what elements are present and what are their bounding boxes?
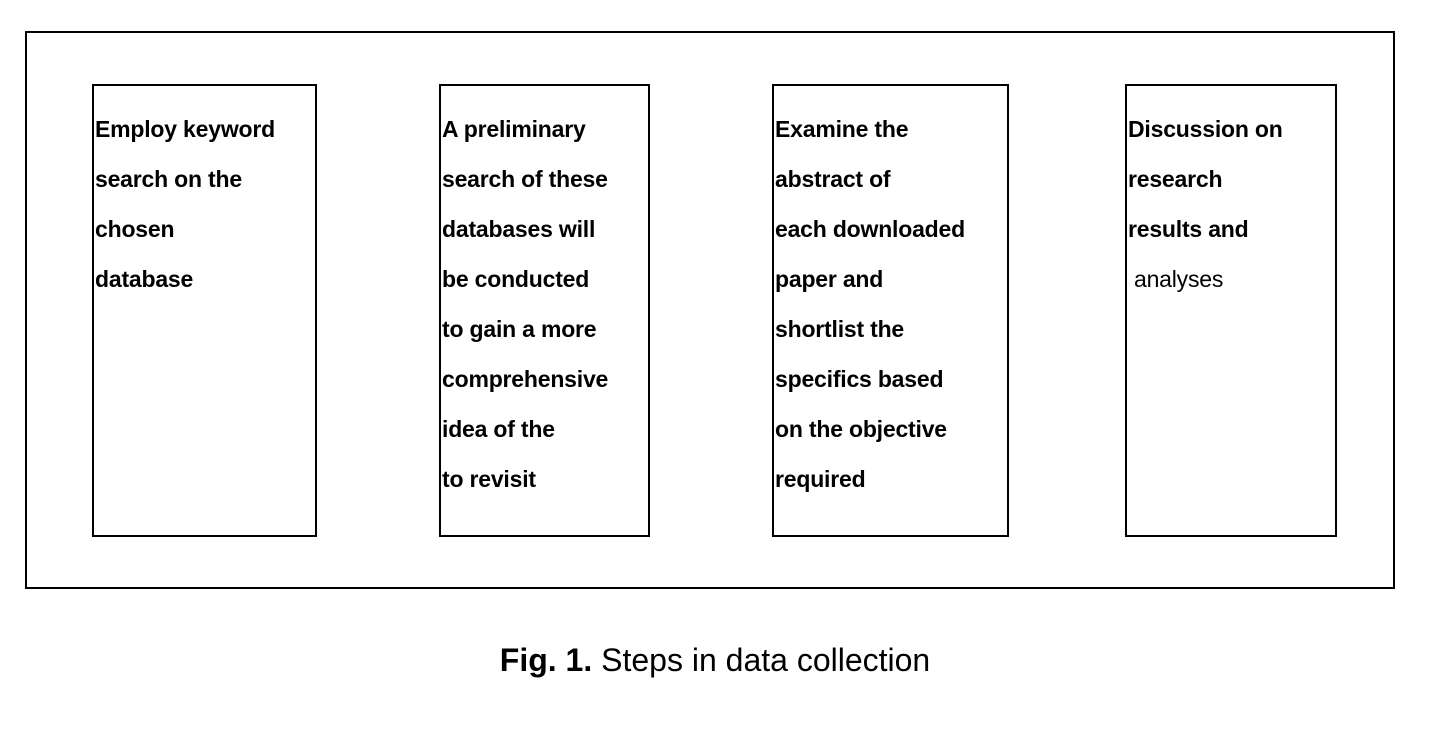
step-text-line: to gain a more: [442, 316, 597, 342]
step-text-line: be conducted: [442, 266, 590, 292]
step-text-line: shortlist the: [775, 316, 905, 342]
step-text-line: Examine the: [775, 116, 909, 142]
step-text-line: to revisit: [442, 466, 536, 492]
step-text-line: Discussion on: [1128, 116, 1283, 142]
step-text-line: Employ keyword: [95, 116, 275, 142]
step-text-line: results and: [1128, 216, 1249, 242]
step-text-line: databases will: [442, 216, 596, 242]
step-text-line: paper and: [775, 266, 884, 292]
step-text-line: chosen: [95, 216, 175, 242]
step-box-4: Discussion on research results and analy…: [1125, 84, 1337, 537]
step-box-2: A preliminary search of these databases …: [439, 84, 650, 537]
step-text-line: search of these: [442, 166, 608, 192]
step-text-line: idea of the: [442, 416, 555, 442]
step-text-line: search on the: [95, 166, 242, 192]
step-text-line: comprehensive: [442, 366, 609, 392]
step-text-line: A preliminary: [442, 116, 586, 142]
step-text-line: each downloaded: [775, 216, 965, 242]
figure-caption: Fig. 1. Steps in data collection: [0, 640, 1430, 680]
step-text-line: specifics based: [775, 366, 944, 392]
step-box-3: Examine the abstract of each downloaded …: [772, 84, 1009, 537]
figure-caption-text: Steps in data collection: [601, 642, 931, 678]
step-text-line: database: [95, 266, 194, 292]
step-box-1: Employ keyword search on the chosen data…: [92, 84, 317, 537]
figure-number: Fig. 1.: [499, 642, 593, 678]
diagram-frame: [25, 31, 1395, 589]
step-text-line: abstract of: [775, 166, 891, 192]
step-text-line: analyses: [1134, 266, 1224, 292]
step-text-line: required: [775, 466, 866, 492]
step-text-line: on the objective: [775, 416, 947, 442]
step-text-line: research: [1128, 166, 1223, 192]
